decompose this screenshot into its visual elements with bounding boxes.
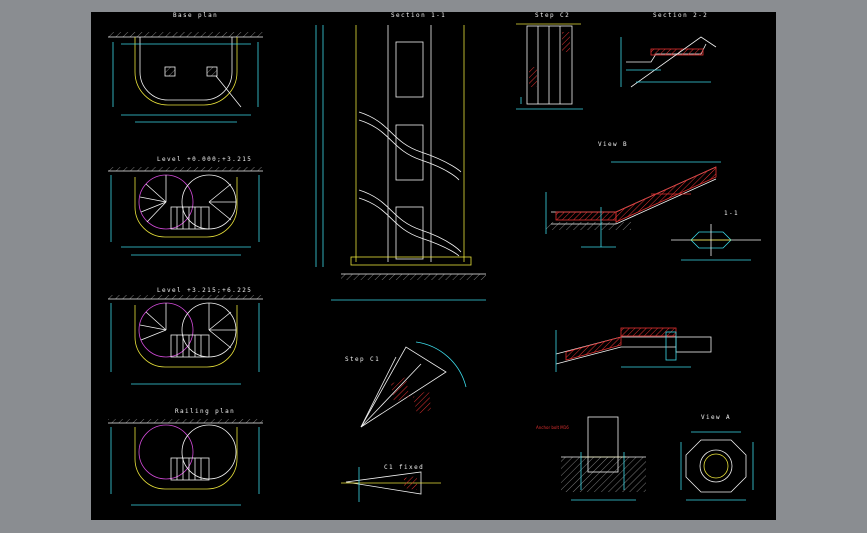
view-b [545, 161, 721, 248]
c1-fixed [341, 467, 441, 502]
cad-drawing: Anchor bolt M16 [108, 23, 761, 506]
railing-plan [108, 419, 263, 506]
section-2-2 [620, 36, 717, 88]
detail-1-1-title: 1-1 [724, 210, 740, 217]
base-plan-title: Base plan [173, 12, 219, 19]
level-2-title: Level +3.215;+6.225 [157, 287, 253, 294]
view-a-title: View A [701, 414, 732, 421]
anchor-detail: Anchor bolt M16 [536, 416, 646, 501]
c1-fixed-title: C1 fixed [384, 464, 425, 471]
level-1-title: Level +0.000;+3.215 [157, 156, 253, 163]
svg-text:Anchor bolt M16: Anchor bolt M16 [536, 425, 569, 430]
railing-plan-title: Railing plan [175, 408, 236, 415]
step-c1-title: Step C1 [345, 356, 381, 363]
section-1-1-title: Section 1-1 [391, 12, 447, 19]
step-c2-title: Step C2 [535, 12, 571, 19]
view-b-title: View B [598, 141, 629, 148]
drawing-canvas[interactable]: Base plan Section 1-1 Step C2 Section 2-… [91, 12, 776, 520]
level-plan-2 [108, 295, 263, 385]
section-detail-mid [555, 327, 712, 372]
view-a [680, 431, 754, 501]
step-c1 [360, 341, 467, 428]
level-plan-1 [108, 167, 263, 256]
section-1-1 [315, 25, 486, 301]
step-c2 [516, 23, 583, 110]
base-plan [108, 32, 263, 123]
section-2-2-title: Section 2-2 [653, 12, 709, 19]
detail-1-1 [671, 224, 761, 261]
